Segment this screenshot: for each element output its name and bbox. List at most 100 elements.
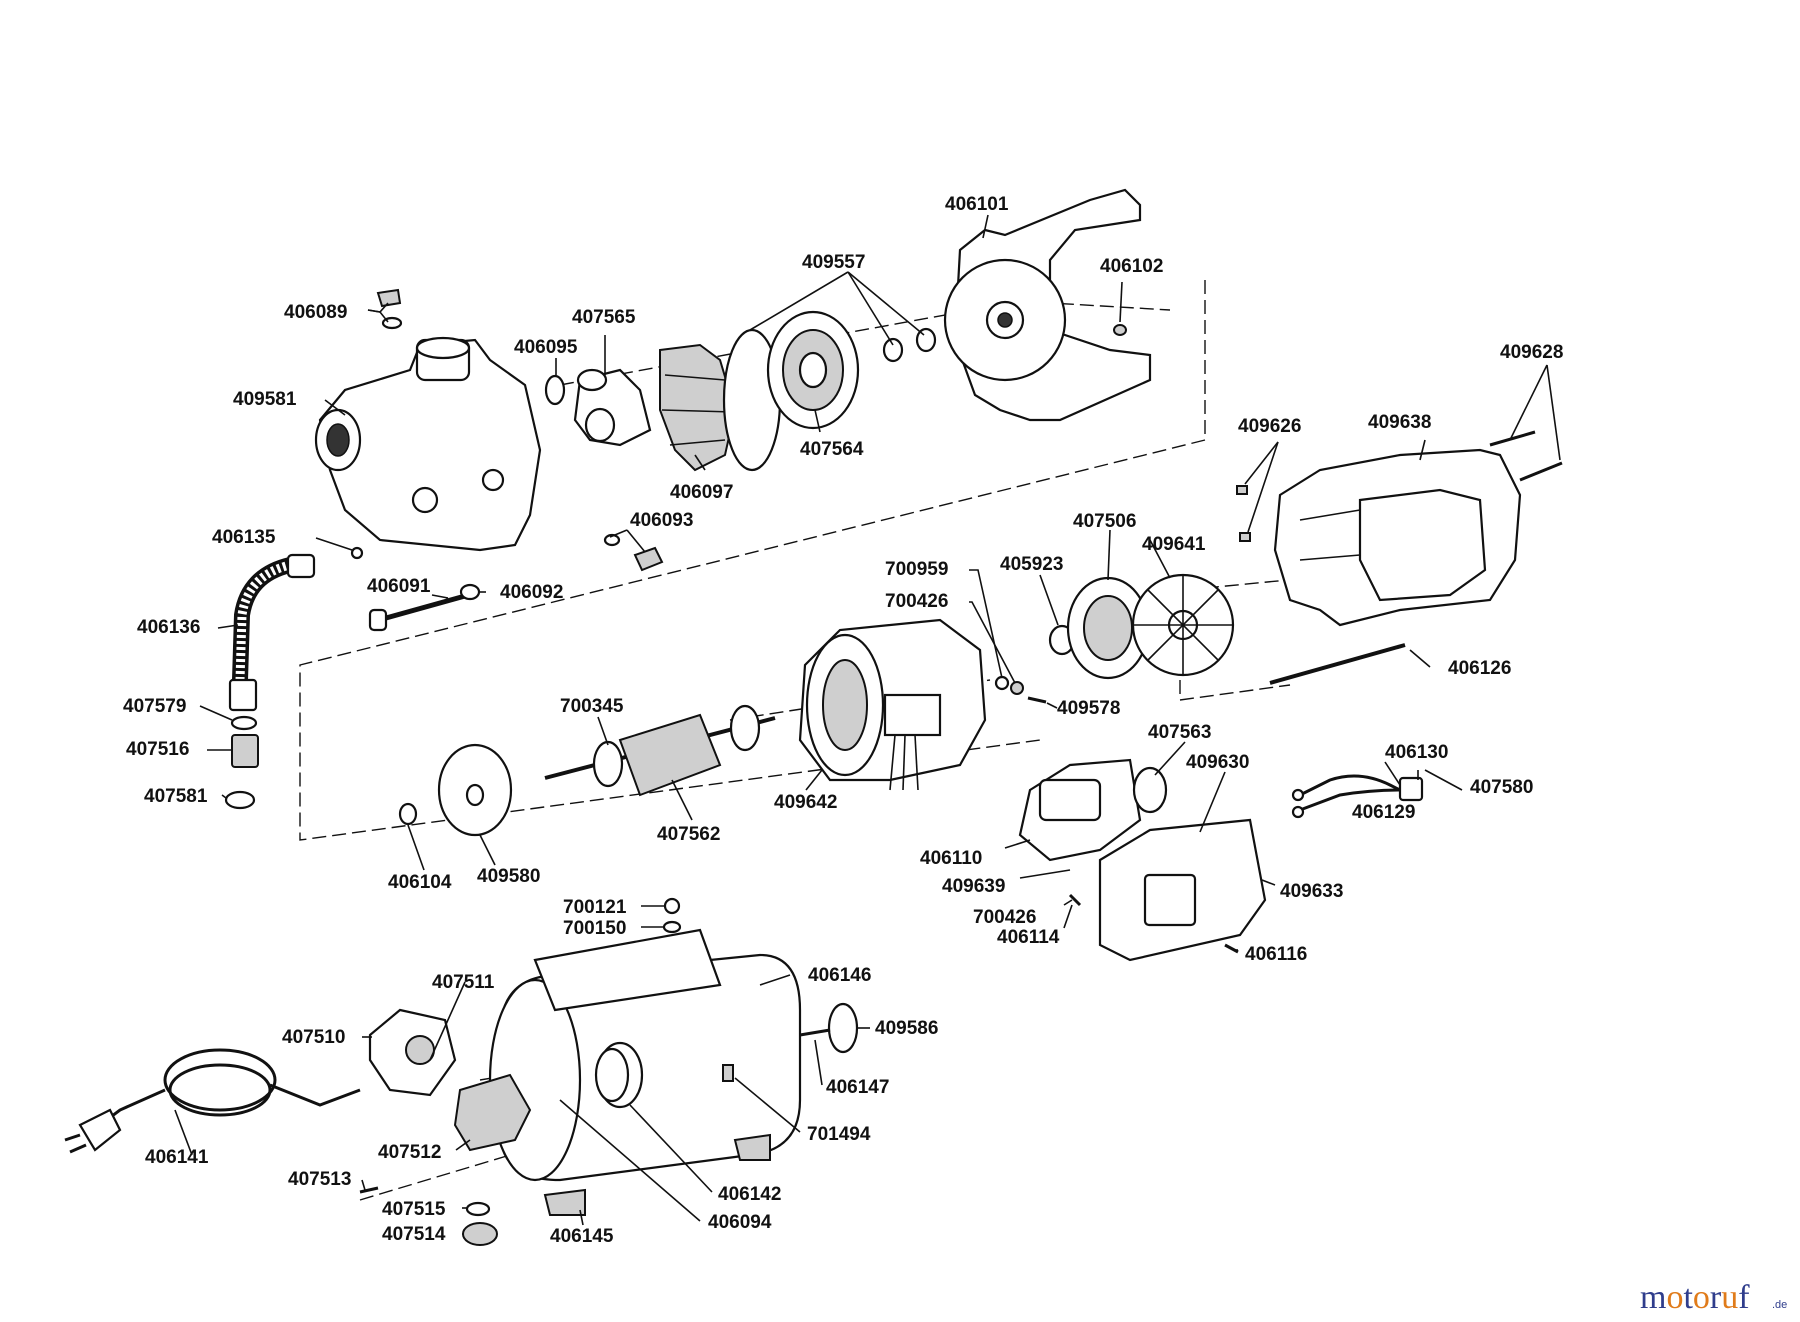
pressure-gauge-406142	[594, 1041, 644, 1109]
label-700426a: 700426	[885, 591, 948, 612]
bolt-406091	[368, 593, 466, 632]
washer-407579	[230, 715, 258, 731]
fan-409641	[1131, 573, 1235, 677]
washer-700150	[662, 920, 682, 934]
o-ring-406093	[603, 533, 621, 547]
washer-406104	[398, 802, 418, 826]
label-409628: 409628	[1500, 342, 1563, 363]
label-406129: 406129	[1352, 802, 1415, 823]
part-drawings	[64, 188, 1563, 1246]
label-407563: 407563	[1148, 722, 1211, 743]
label-407580: 407580	[1470, 777, 1533, 798]
label-406146: 406146	[808, 965, 871, 986]
terminal-box-407563	[1018, 758, 1168, 862]
label-407512: 407512	[378, 1142, 441, 1163]
label-406130: 406130	[1385, 742, 1448, 763]
watermark-seg-5: u	[1721, 1279, 1738, 1316]
label-406147: 406147	[826, 1077, 889, 1098]
rear-flange-handle	[943, 188, 1152, 422]
label-407562: 407562	[657, 824, 720, 845]
label-409578: 409578	[1057, 698, 1120, 719]
label-407506: 407506	[1073, 511, 1136, 532]
label-407579: 407579	[123, 696, 186, 717]
label-406093: 406093	[630, 510, 693, 531]
label-407514: 407514	[382, 1224, 446, 1245]
label-407510: 407510	[282, 1027, 345, 1048]
washer-406135	[350, 546, 364, 560]
screw-406114	[1068, 893, 1082, 907]
label-406126: 406126	[1448, 658, 1511, 679]
label-407516: 407516	[126, 739, 189, 760]
watermark-suffix: .de	[1772, 1299, 1787, 1311]
watermark-seg-3: o	[1693, 1279, 1710, 1316]
o-ring-406095	[544, 374, 566, 406]
label-409642: 409642	[774, 792, 837, 813]
label-406091: 406091	[367, 576, 431, 597]
fitting-407516	[231, 734, 259, 768]
label-409630: 409630	[1186, 752, 1249, 773]
screw-701494	[722, 1064, 734, 1082]
label-407564: 407564	[800, 439, 864, 460]
diffuser-407565	[573, 368, 652, 447]
label-406104: 406104	[388, 872, 452, 893]
dowel-409626-b	[1239, 532, 1251, 542]
cable-406129	[1291, 774, 1424, 819]
nut-700959	[994, 675, 1010, 691]
drain-plug-406093	[633, 546, 664, 572]
dowel-409626-a	[1236, 485, 1248, 495]
washer-407515	[465, 1201, 491, 1217]
label-409581: 409581	[233, 389, 297, 410]
label-406116: 406116	[1245, 944, 1307, 965]
label-701494: 701494	[807, 1124, 871, 1145]
screw-409628-a	[1489, 430, 1536, 447]
leader-lines	[174, 214, 1561, 1235]
manifold-407512	[453, 1073, 532, 1152]
label-406145: 406145	[550, 1226, 614, 1247]
stator-409642	[798, 618, 987, 791]
terminal-cover-409630	[1098, 818, 1267, 962]
plug-406089	[376, 288, 402, 308]
screw-409628-b	[1519, 461, 1563, 482]
screw-407513	[359, 1186, 379, 1194]
label-406136: 406136	[137, 617, 200, 638]
label-407511: 407511	[432, 972, 495, 993]
screw-409578	[1027, 696, 1047, 704]
label-406102: 406102	[1100, 256, 1163, 277]
nut-407581	[224, 790, 256, 810]
label-406135: 406135	[212, 527, 276, 548]
watermark-seg-6: f	[1738, 1279, 1750, 1316]
label-406110: 406110	[920, 848, 982, 869]
label-406142: 406142	[718, 1184, 781, 1205]
label-700426b: 700426	[973, 907, 1036, 928]
label-405923: 405923	[1000, 554, 1063, 575]
tie-rod-406126	[1269, 643, 1406, 685]
watermark-seg-2: t	[1683, 1279, 1693, 1316]
valve-cap-409586	[827, 1002, 859, 1054]
label-406114: 406114	[997, 927, 1060, 948]
label-409626: 409626	[1238, 416, 1301, 437]
valve-406147	[799, 1028, 831, 1037]
label-406141: 406141	[145, 1147, 209, 1168]
label-406101: 406101	[945, 194, 1009, 215]
seal-409557-a	[882, 337, 904, 363]
label-409557: 409557	[802, 252, 865, 273]
label-409639: 409639	[942, 876, 1005, 897]
pump-housing	[314, 336, 542, 552]
label-407513: 407513	[288, 1169, 351, 1190]
pressure-hose-406136	[228, 553, 316, 712]
motor-housing-409638	[1273, 448, 1522, 627]
label-409586: 409586	[875, 1018, 938, 1039]
power-cord-406141	[64, 1048, 361, 1154]
label-409580: 409580	[477, 866, 540, 887]
label-700959: 700959	[885, 559, 948, 580]
nut-700121	[663, 897, 681, 915]
nut-407514	[462, 1222, 498, 1246]
label-409638: 409638	[1368, 412, 1431, 433]
label-407565: 407565	[572, 307, 636, 328]
label-407581: 407581	[144, 786, 208, 807]
part-labels: 406101 409557 406102 406089 407565 40609…	[123, 194, 1563, 1247]
plug-406102	[1113, 324, 1127, 336]
label-406092: 406092	[500, 582, 563, 603]
impeller-406097	[659, 343, 737, 472]
